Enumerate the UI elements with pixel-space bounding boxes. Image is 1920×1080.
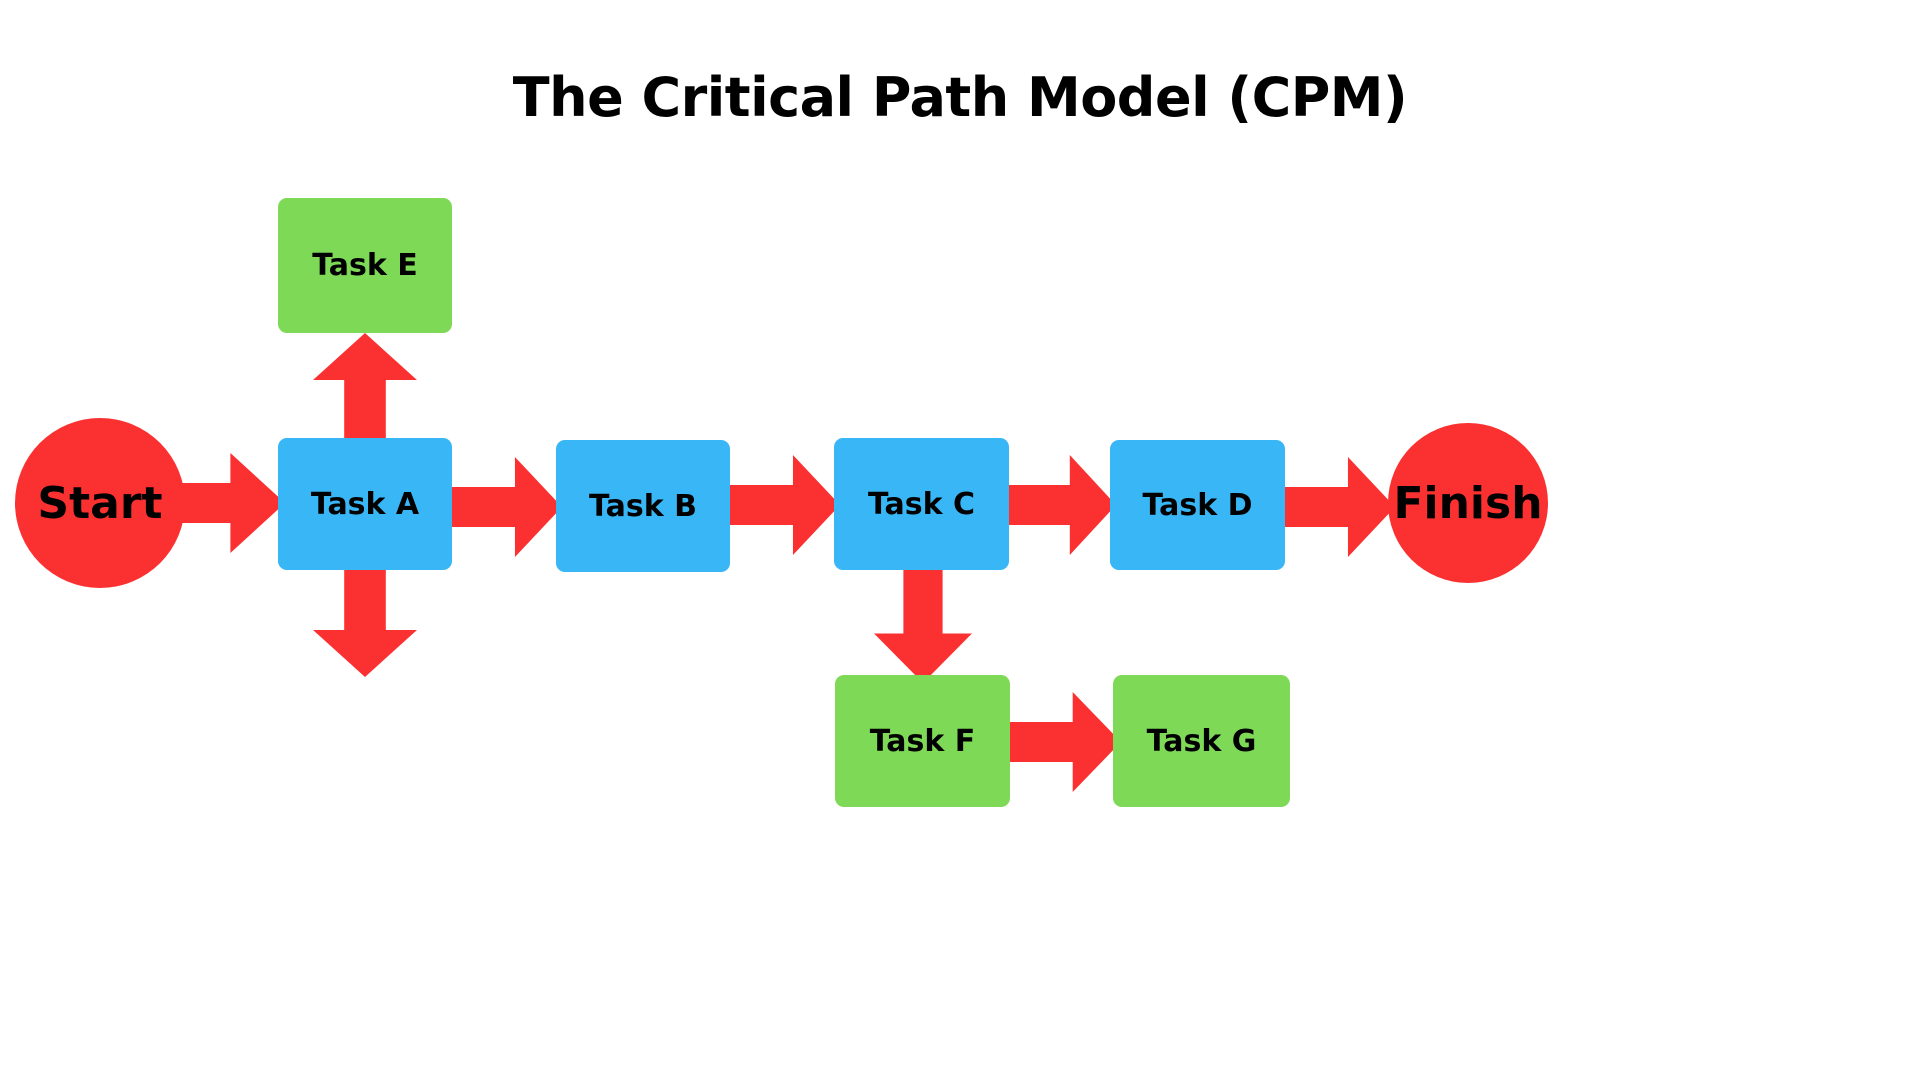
arrow-task-b-to-task-c xyxy=(728,455,840,555)
node-label-task-b: Task B xyxy=(589,488,697,524)
node-task-f[interactable]: Task F xyxy=(835,675,1010,807)
node-task-g[interactable]: Task G xyxy=(1113,675,1290,807)
page-title: The Critical Path Model (CPM) xyxy=(512,66,1408,129)
node-task-b[interactable]: Task B xyxy=(556,440,730,572)
node-label-task-a: Task A xyxy=(310,486,420,522)
arrow-start-to-task-a xyxy=(155,453,285,553)
node-task-c[interactable]: Task C xyxy=(834,438,1009,570)
arrow-task-a-to-task-e xyxy=(313,333,417,445)
arrow-task-d-to-finish xyxy=(1283,457,1395,557)
arrow-task-a-down xyxy=(313,565,417,677)
arrow-task-f-to-task-g xyxy=(1006,692,1121,792)
arrow-task-a-to-task-b xyxy=(450,457,562,557)
node-label-task-e: Task E xyxy=(312,248,418,283)
node-start[interactable]: Start xyxy=(15,418,185,588)
arrow-task-c-to-task-f xyxy=(874,565,972,683)
node-finish[interactable]: Finish xyxy=(1388,423,1548,583)
node-task-e[interactable]: Task E xyxy=(278,198,452,333)
node-label-start: Start xyxy=(37,477,163,529)
node-label-task-c: Task C xyxy=(867,486,976,522)
arrow-task-c-to-task-d xyxy=(1006,455,1116,555)
node-label-task-g: Task G xyxy=(1146,723,1257,759)
node-task-a[interactable]: Task A xyxy=(278,438,452,570)
node-task-d[interactable]: Task D xyxy=(1110,440,1285,570)
node-label-task-f: Task F xyxy=(869,723,976,759)
node-label-task-d: Task D xyxy=(1142,487,1253,523)
node-label-finish: Finish xyxy=(1393,477,1543,529)
